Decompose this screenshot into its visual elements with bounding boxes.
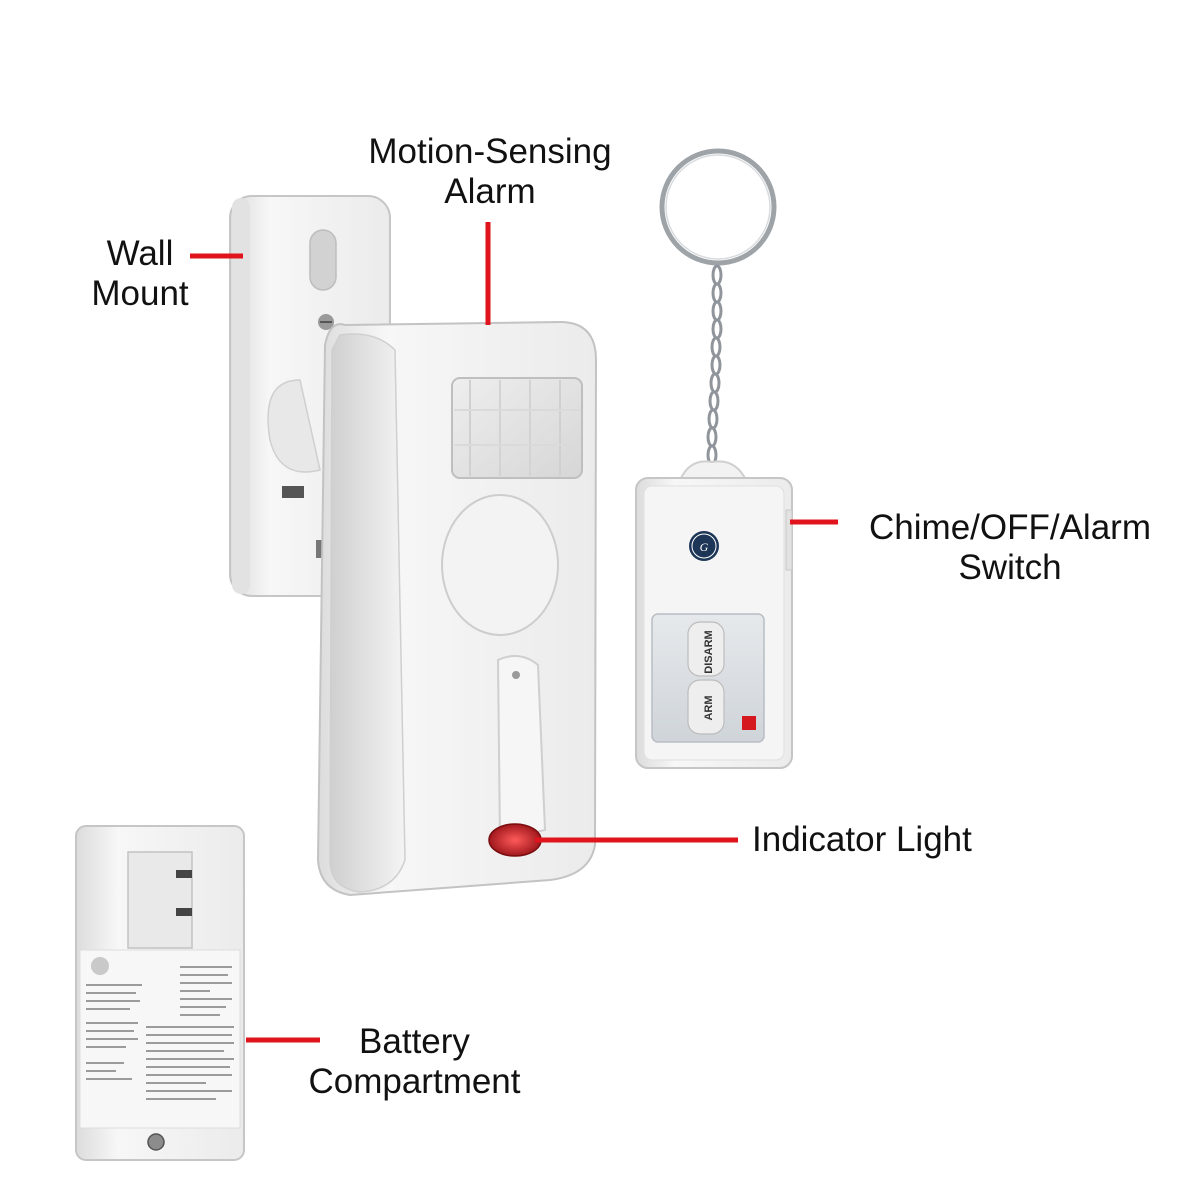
label-battery-compartment: Battery Compartment xyxy=(292,1022,537,1102)
instruction-text-lines xyxy=(86,966,234,1100)
label-line: Chime/OFF/Alarm xyxy=(869,508,1151,547)
svg-text:G: G xyxy=(700,540,709,554)
label-line: Compartment xyxy=(308,1062,521,1101)
motion-sensor-unit xyxy=(316,320,598,897)
keychain-remote: G DISARM ARM xyxy=(635,148,793,769)
label-line: Alarm xyxy=(444,172,536,211)
chime-off-alarm-switch[interactable] xyxy=(785,509,793,571)
label-line: Switch xyxy=(958,548,1062,587)
leader-lines xyxy=(190,222,838,1043)
label-line: Battery xyxy=(359,1022,470,1061)
label-indicator-light: Indicator Light xyxy=(752,820,1012,860)
ge-logo-small-icon xyxy=(91,957,109,975)
battery-compartment-back xyxy=(75,825,245,1161)
label-line: Wall xyxy=(106,234,174,273)
label-line: Mount xyxy=(91,274,189,313)
alarm-button xyxy=(441,494,559,636)
disarm-label: DISARM xyxy=(703,630,715,673)
disarm-button[interactable] xyxy=(687,621,725,677)
label-wall-mount: Wall Mount xyxy=(70,234,210,314)
label-motion-sensing-alarm: Motion-Sensing Alarm xyxy=(340,132,640,212)
indicator-light xyxy=(488,823,542,857)
ge-logo-icon xyxy=(689,531,719,561)
key-ring-icon xyxy=(659,148,777,266)
pir-lens xyxy=(451,377,583,479)
label-line: Indicator Light xyxy=(752,820,972,859)
arm-button[interactable] xyxy=(687,679,725,735)
label-line: Motion-Sensing xyxy=(368,132,612,171)
remote-led xyxy=(742,716,756,730)
battery-screw-icon xyxy=(147,1133,165,1151)
label-chime-off-alarm-switch: Chime/OFF/Alarm Switch xyxy=(845,508,1175,588)
arm-label: ARM xyxy=(703,695,715,720)
